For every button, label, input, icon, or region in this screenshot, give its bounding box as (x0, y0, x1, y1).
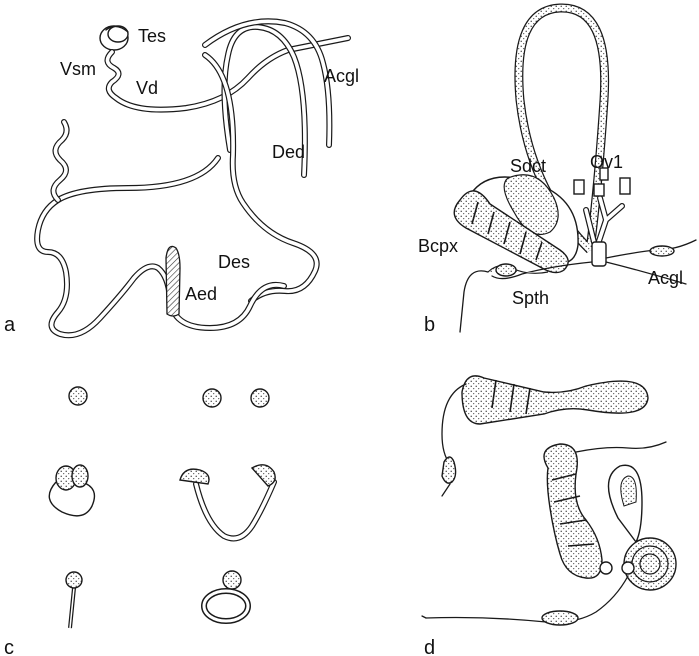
spermatheca-stage-2 (203, 389, 269, 407)
aedeagus-rod (166, 246, 180, 316)
label-vsm: Vsm (60, 59, 96, 79)
label-aed: Aed (185, 284, 217, 304)
panel-d: d (422, 376, 676, 656)
bottom-duct-gland (422, 576, 628, 625)
spermatheca-coil (600, 465, 676, 590)
spermatheca-stage-1 (69, 387, 87, 405)
label-spth: Spth (512, 288, 549, 308)
panel-a: Tes Vsm Vd Ded Acgl Des Aed a (4, 21, 359, 336)
label-vd: Vd (136, 78, 158, 98)
label-ded: Ded (272, 142, 305, 162)
spermatheca-stage-5 (66, 572, 82, 628)
panel-c: c (4, 387, 275, 656)
simplex-ejaculatory-duct (37, 122, 284, 335)
spermatheca-stage-4 (180, 465, 275, 539)
panel-b: Sdct Ov1 Bcpx Acgl Spth b (418, 8, 696, 336)
label-des: Des (218, 252, 250, 272)
label-acgl-a: Acgl (324, 66, 359, 86)
panel-letter-b: b (424, 314, 435, 336)
spermatheca-stage-6 (204, 571, 248, 621)
label-ov1: Ov1 (590, 152, 623, 172)
label-tes: Tes (138, 26, 166, 46)
spermatheca-stage-3 (49, 465, 94, 516)
label-sdct: Sdct (510, 156, 546, 176)
panel-letter-a: a (4, 314, 16, 336)
panel-letter-c: c (4, 637, 14, 656)
label-bcpx: Bcpx (418, 236, 458, 256)
label-acgl-b: Acgl (648, 268, 683, 288)
testis-shape (100, 26, 128, 50)
panel-letter-d: d (424, 637, 435, 656)
